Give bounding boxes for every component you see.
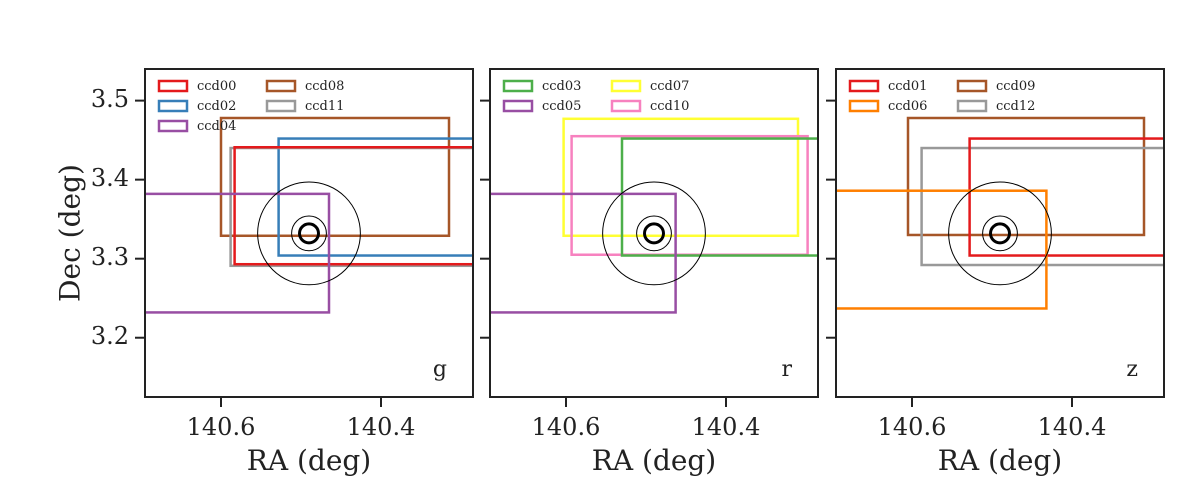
panel-z-target-circle-0 [989,222,1011,245]
panel-g-legend-swatch-ccd00 [157,79,189,93]
panel-g-footprint-ccd02 [277,137,473,257]
panel-z-target-circle-1 [982,215,1018,252]
y-axis-title: Dec (deg) [54,164,87,302]
panel-r-legend-swatch-ccd03 [502,79,534,93]
panel-r-footprint-ccd05 [490,192,677,314]
panel-z-legend-swatch-ccd01 [848,79,880,93]
ytick-label-3: 3.5 [91,85,129,113]
panel-g-legend-swatch-ccd11 [265,99,297,113]
ytick-label-1: 3.3 [91,243,129,271]
panel-g-legend-label-ccd00: ccd00 [197,79,236,94]
panel-g-xtick-label-1: 140.4 [347,413,416,441]
panel-g-legend-label-ccd11: ccd11 [305,99,344,114]
panel-z-plot-area [836,116,1164,310]
panel-z-legend-label-ccd01: ccd01 [888,79,927,94]
panel-g-legend-label-ccd02: ccd02 [197,99,236,114]
panel-r-xtick-label-0: 140.6 [532,413,601,441]
panel-r-band-label: r [781,357,792,382]
panel-g-footprint-ccd00 [233,145,473,266]
panel-r-xtick-label-1: 140.4 [692,413,761,441]
ytick-label-2: 3.4 [91,164,129,192]
panel-g-band-label: g [433,357,447,382]
ytick-label-0: 3.2 [91,322,129,350]
panel-r-legend-label-ccd05: ccd05 [542,99,581,114]
panel-r-target-circle-0 [643,222,665,245]
panel-z-xtick-label-1: 140.4 [1038,413,1107,441]
panel-z-legend-swatch-ccd06 [848,99,880,113]
panel-z-legend-swatch-ccd12 [956,99,988,113]
panel-r-legend-swatch-ccd10 [610,99,642,113]
panel-z-footprint-ccd09 [906,116,1146,237]
panel-z-footprint-ccd12 [920,146,1164,267]
panel-r-frame [489,68,819,398]
panel-z-legend-label-ccd12: ccd12 [996,99,1035,114]
panel-g-footprint-ccd08 [219,116,451,238]
panel-r-legend-label-ccd10: ccd10 [650,99,689,114]
panel-z-legend-label-ccd06: ccd06 [888,99,927,114]
panel-g-frame [144,68,474,398]
panel-z-footprint-ccd01 [968,137,1164,257]
panel-z-footprint-ccd06 [836,189,1048,310]
panel-z-legend-swatch-ccd09 [956,79,988,93]
panel-r-legend-swatch-ccd07 [610,79,642,93]
panel-g-legend-swatch-ccd02 [157,99,189,113]
panel-r-legend-swatch-ccd05 [502,99,534,113]
panel-r-x-axis-title: RA (deg) [592,444,716,477]
panel-r-plot-area [490,117,818,314]
panel-g-target-circle-1 [291,215,327,252]
panel-r-target-circle-2 [602,181,706,286]
panel-r-footprint-ccd03 [620,137,818,257]
panel-g-footprint-ccd04 [145,192,331,314]
panel-z-legend-label-ccd09: ccd09 [996,79,1035,94]
panel-g-legend-swatch-ccd04 [157,119,189,133]
panel-g-xtick-label-0: 140.6 [187,413,256,441]
panel-g-plot-area [145,116,473,314]
panel-r-legend-label-ccd03: ccd03 [542,79,581,94]
panel-z-frame [835,68,1165,398]
panel-g-legend-label-ccd04: ccd04 [197,119,236,134]
panel-g-target-circle-2 [257,181,361,286]
panel-z-xtick-label-0: 140.6 [878,413,947,441]
panel-g-legend-label-ccd08: ccd08 [305,79,344,94]
panel-r-legend-label-ccd07: ccd07 [650,79,689,94]
panel-z-x-axis-title: RA (deg) [938,444,1062,477]
panel-r-footprint-ccd07 [562,117,800,238]
panel-z-target-circle-2 [948,181,1052,286]
panel-g-legend-swatch-ccd08 [265,79,297,93]
panel-z-band-label: z [1126,357,1138,382]
panel-g-x-axis-title: RA (deg) [247,444,371,477]
panel-g-target-circle-0 [298,222,320,245]
panel-g-footprint-ccd11 [229,146,473,268]
panel-r-target-circle-1 [636,215,672,252]
